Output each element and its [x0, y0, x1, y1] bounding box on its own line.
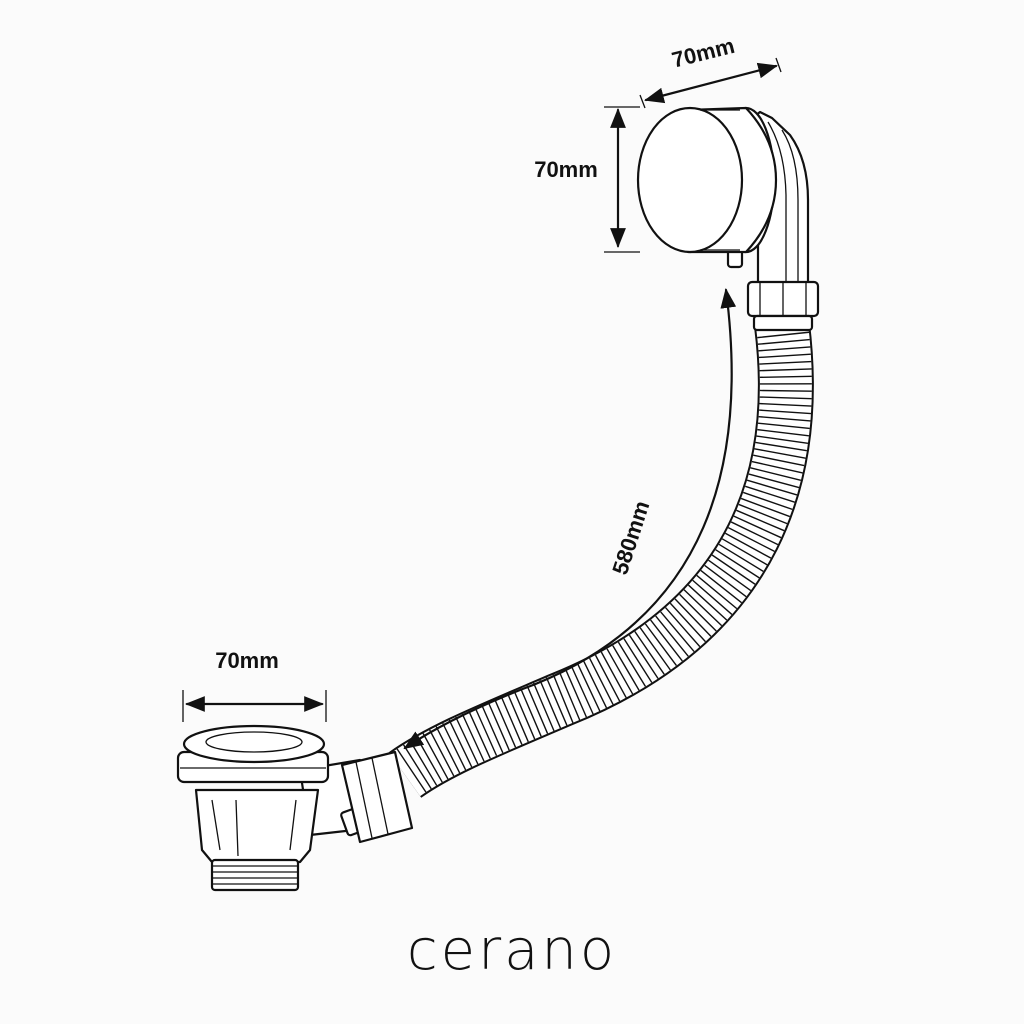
hose-rib — [753, 454, 805, 467]
hose-rib — [759, 396, 812, 400]
hose-rib — [742, 491, 793, 511]
hose-rib — [740, 497, 791, 518]
hose-rib — [755, 441, 807, 452]
brand-logo: cerano — [406, 918, 618, 983]
hose-rib — [396, 748, 427, 793]
hose-rib — [730, 521, 779, 546]
hose-rib — [759, 409, 812, 415]
dimension-top-height: 70mm — [534, 106, 640, 253]
hose-rib — [745, 485, 795, 503]
hose-rib — [758, 353, 811, 359]
waste-unit — [176, 724, 414, 892]
hose-rib — [750, 467, 802, 481]
top-width-label: 70mm — [669, 33, 737, 73]
hose-rib — [756, 435, 809, 444]
dimension-bottom-width: 70mm — [182, 648, 327, 722]
flexible-hose — [388, 321, 814, 799]
hose-length-label: 580mm — [607, 498, 654, 578]
hose-rib — [754, 448, 806, 459]
hose-rib — [757, 428, 810, 437]
bottom-width-label: 70mm — [215, 648, 279, 673]
hose-rib — [751, 460, 803, 474]
dimension-top-width: 70mm — [639, 33, 782, 109]
hose-rib — [759, 360, 812, 365]
hose-rib — [733, 515, 782, 539]
hose-rib — [748, 473, 800, 489]
hose-rib — [736, 509, 785, 532]
top-height-label: 70mm — [534, 157, 598, 182]
hose-rib — [757, 338, 810, 345]
hose-rib — [759, 402, 812, 407]
hose-rib — [402, 744, 432, 790]
hose-rib — [759, 389, 812, 392]
hose-rib — [759, 368, 812, 372]
hose-rib — [746, 479, 798, 496]
hose-rib — [759, 375, 812, 379]
hose-rib — [757, 422, 810, 430]
hose-rib — [758, 346, 811, 352]
overflow-unit — [636, 106, 820, 332]
hose-rib — [758, 415, 811, 422]
hose-rib — [757, 331, 810, 339]
hose-rib — [738, 503, 788, 525]
